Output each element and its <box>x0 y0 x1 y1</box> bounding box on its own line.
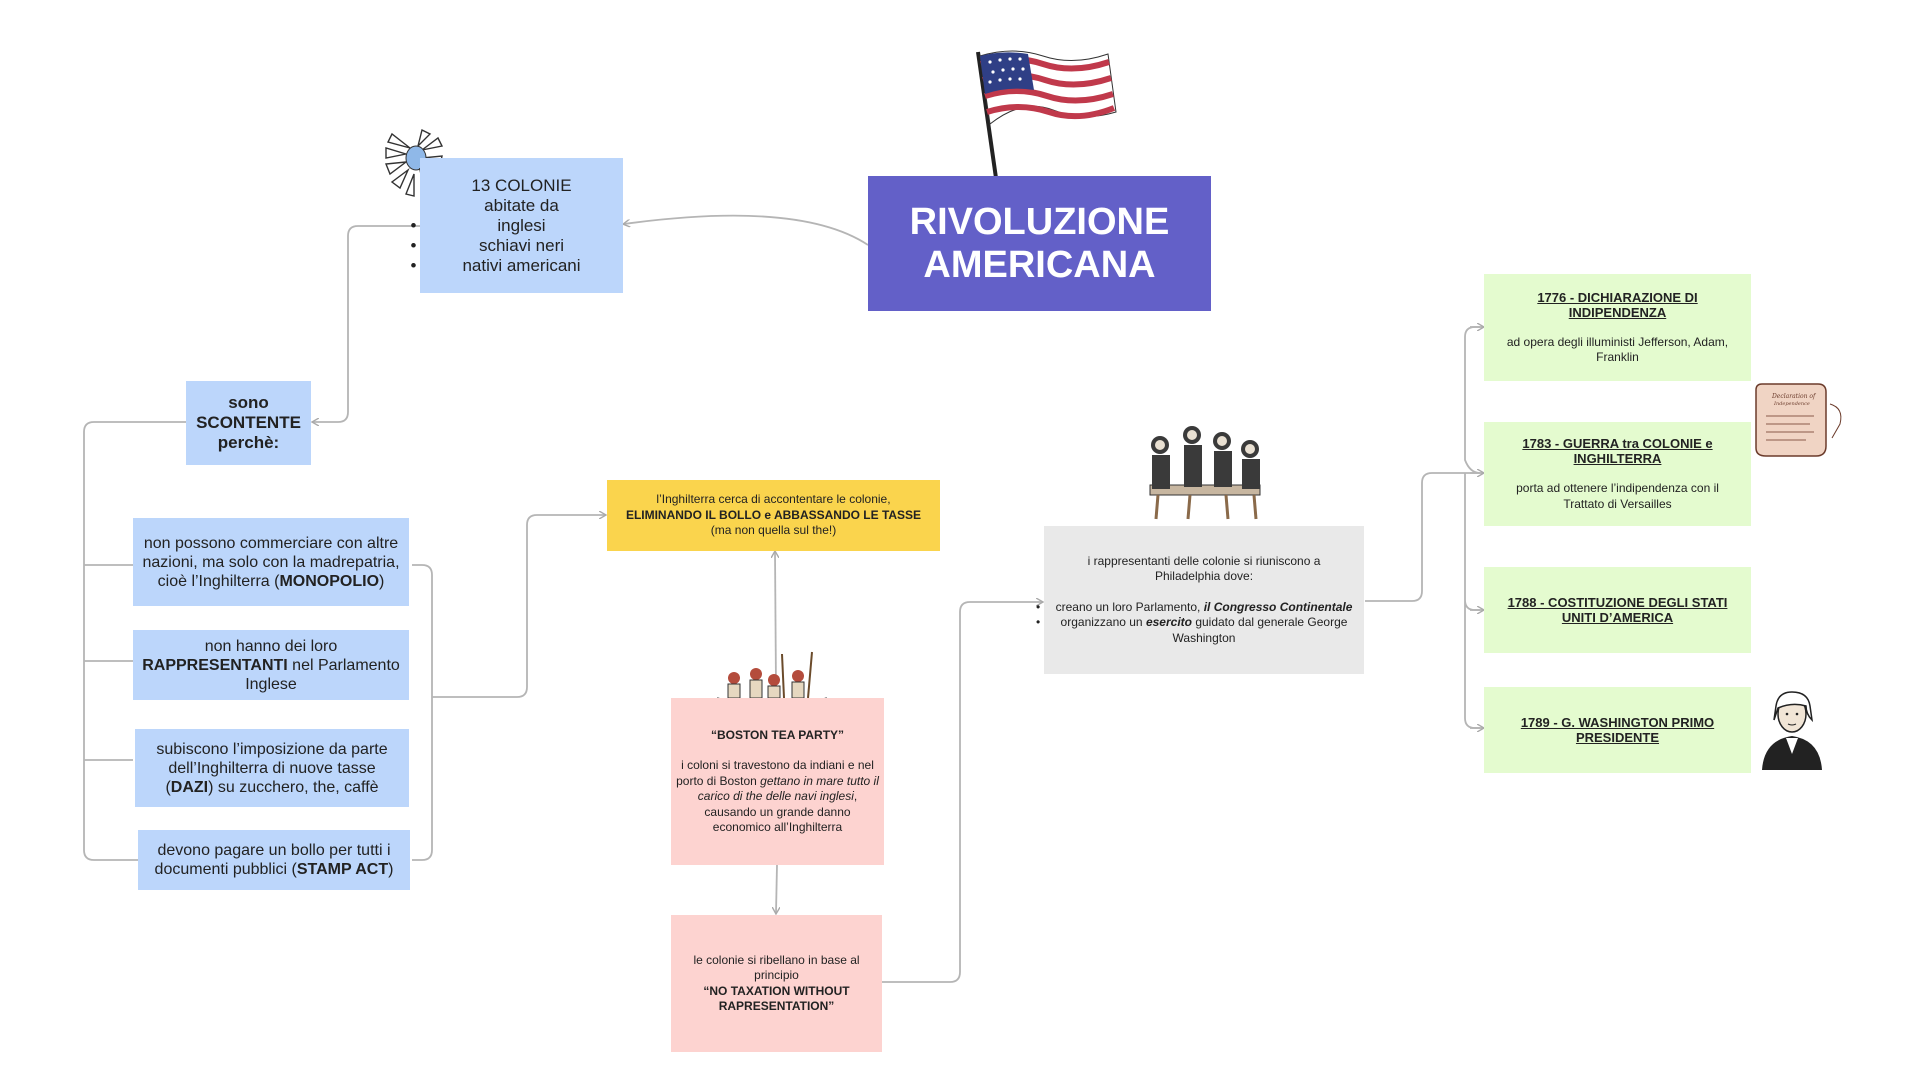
colonie-item-inglesi: inglesi <box>410 216 580 236</box>
edge-scontente-reasons <box>83 421 186 861</box>
ribellione-line1: le colonie si ribellano in base al princ… <box>693 952 860 983</box>
timeline-1789-title: 1789 - G. WASHINGTON PRIMO PRESIDENTE <box>1520 715 1715 745</box>
founding-fathers-icon <box>1149 426 1261 520</box>
timeline-1788-title: 1788 - COSTITUZIONE DEGLI STATI UNITI D’… <box>1507 595 1728 625</box>
edge-title-colonie <box>624 214 869 246</box>
edge-boston-ribellione <box>776 864 777 913</box>
philadelphia-node: i rappresentanti delle colonie si riunis… <box>1036 526 1364 674</box>
timeline-1783-desc: porta ad ottenere l’indipendenza con il … <box>1516 481 1719 511</box>
inghilterra-line3: (ma non quella sul the!) <box>710 523 837 538</box>
scroll-title-1: Declaration of <box>1771 393 1817 400</box>
timeline-1783: 1783 - GUERRA tra COLONIE e INGHILTERRA … <box>1484 422 1751 526</box>
reason-stamp-act-keyword: STAMP ACT <box>296 861 389 878</box>
main-title-line1: RIVOLUZIONE <box>909 200 1170 243</box>
us-flag-icon <box>976 50 1117 179</box>
colonie-item-nativi: nativi americani <box>410 256 580 276</box>
philadelphia-list: creano un loro Parlamento, il Congresso … <box>1036 600 1354 647</box>
reason-dazi: subiscono l’imposizione da parte dell’In… <box>135 729 409 807</box>
boston-emphasis: gettano in mare tutto il carico di the d… <box>697 773 879 804</box>
boston-node: “BOSTON TEA PARTY” i coloni si traveston… <box>671 698 884 865</box>
scontente-line3: perchè: <box>217 433 280 452</box>
declaration-scroll-icon: Declaration of Independence <box>1755 383 1842 457</box>
timeline-1776-title: 1776 - DICHIARAZIONE DI INDIPENDENZA <box>1537 289 1698 320</box>
edge-boston-inghilterra <box>775 552 776 689</box>
colonie-subtitle: abitate da <box>484 195 559 215</box>
philadelphia-intro: i rappresentanti delle colonie si riunis… <box>1087 553 1321 584</box>
colonie-item-schiavi: schiavi neri <box>410 236 580 256</box>
reason-rappresentanti-keyword: RAPPRESENTANTI <box>142 656 288 674</box>
ribellione-principle: “NO TAXATION WITHOUT RAPRESENTATION” <box>703 983 850 1014</box>
edge-reasons-inghilterra <box>412 515 605 861</box>
edge-philadelphia-timeline <box>1365 326 1481 729</box>
scroll-title-2: Independence <box>1773 401 1810 407</box>
scontente-line1: sono <box>228 393 269 412</box>
edge-colonie-scontente <box>313 225 420 422</box>
philadelphia-item-esercito: organizzano un esercito guidato dal gene… <box>1036 615 1354 646</box>
inghilterra-line1: l’Inghilterra cerca di accontentare le c… <box>656 492 891 507</box>
edge-ribellione-philadelphia <box>882 602 1042 983</box>
colonie-list: inglesi schiavi neri nativi americani <box>410 216 580 276</box>
timeline-1783-title: 1783 - GUERRA tra COLONIE e INGHILTERRA <box>1522 436 1713 466</box>
colonie-node: 13 COLONIE abitate da inglesi schiavi ne… <box>410 158 623 293</box>
scontente-line2: SCONTENTE <box>196 413 301 432</box>
main-title-line2: AMERICANA <box>923 243 1156 286</box>
reason-monopolio-keyword: MONOPOLIO <box>279 572 380 590</box>
inghilterra-line2: ELIMINANDO IL BOLLO e ABBASSANDO LE TASS… <box>625 507 922 522</box>
scontente-node: sono SCONTENTE perchè: <box>186 381 311 465</box>
george-washington-portrait-icon <box>1762 691 1822 770</box>
main-title: RIVOLUZIONE AMERICANA <box>868 176 1211 311</box>
philadelphia-item-parlamento: creano un loro Parlamento, il Congresso … <box>1036 600 1354 616</box>
ribellione-node: le colonie si ribellano in base al princ… <box>671 915 882 1052</box>
timeline-1788: 1788 - COSTITUZIONE DEGLI STATI UNITI D’… <box>1484 567 1751 653</box>
timeline-1776: 1776 - DICHIARAZIONE DI INDIPENDENZA ad … <box>1484 274 1751 381</box>
reason-monopolio: non possono commerciare con altre nazion… <box>133 518 409 606</box>
boston-title: “BOSTON TEA PARTY” <box>710 727 845 742</box>
timeline-1776-desc: ad opera degli illuministi Jefferson, Ad… <box>1506 334 1729 365</box>
reason-rappresentanti: non hanno dei loro RAPPRESENTANTI nel Pa… <box>133 630 409 700</box>
colonie-title: 13 COLONIE <box>471 175 572 195</box>
inghilterra-node: l’Inghilterra cerca di accontentare le c… <box>607 480 940 551</box>
reason-dazi-keyword: DAZI <box>170 778 209 796</box>
timeline-1789: 1789 - G. WASHINGTON PRIMO PRESIDENTE <box>1484 687 1751 773</box>
reason-stamp-act: devono pagare un bollo per tutti i docum… <box>138 830 410 890</box>
